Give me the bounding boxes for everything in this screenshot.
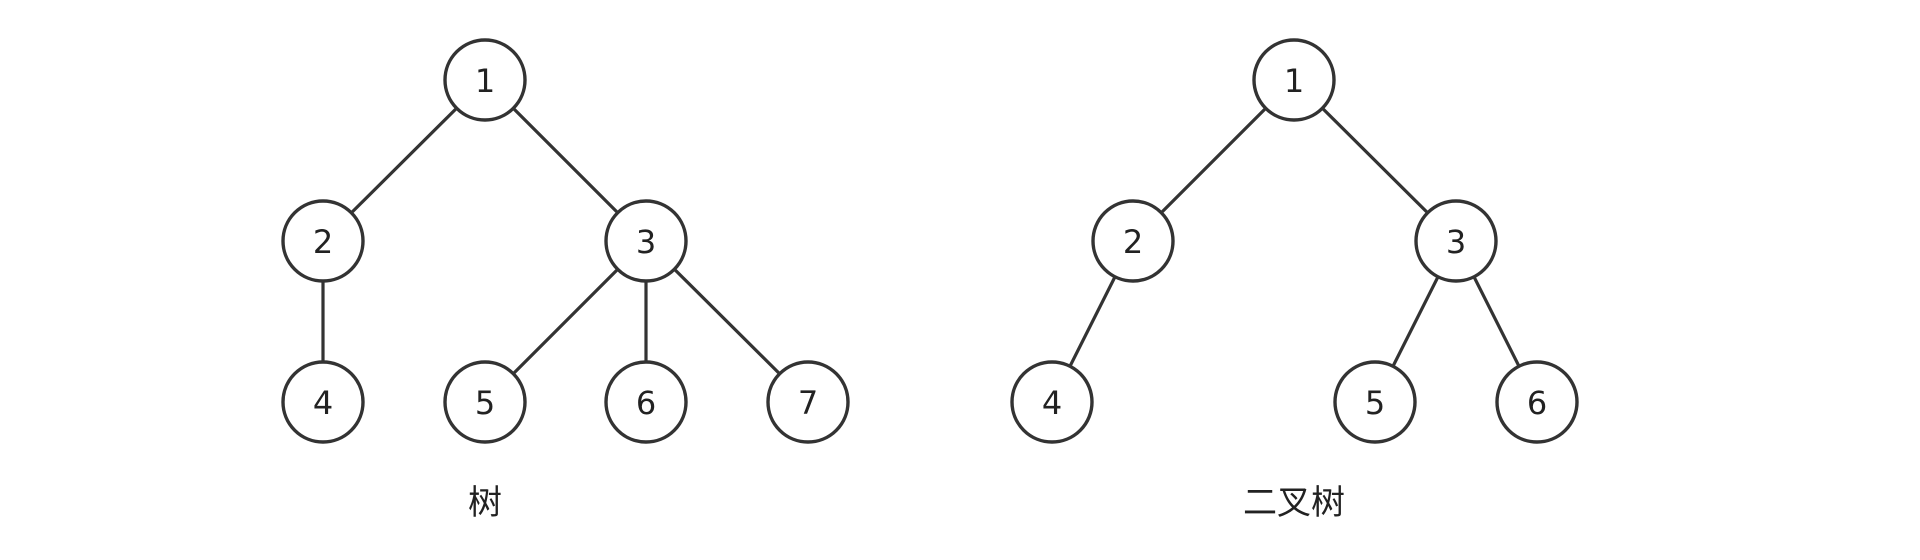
node-label: 6 xyxy=(636,384,656,422)
node-label: 5 xyxy=(1365,384,1385,422)
node-circle xyxy=(604,199,688,283)
tree-node: 4 xyxy=(281,360,365,444)
tree-node: 3 xyxy=(604,199,688,283)
node-circle xyxy=(1010,360,1094,444)
tree-node: 2 xyxy=(281,199,365,283)
node-circle xyxy=(1091,199,1175,283)
node-label: 7 xyxy=(798,384,818,422)
node-circle xyxy=(443,360,527,444)
node-circle xyxy=(766,360,850,444)
tree-node: 6 xyxy=(1495,360,1579,444)
node-circle xyxy=(1495,360,1579,444)
node-circle xyxy=(1414,199,1498,283)
tree-node: 1 xyxy=(1252,38,1336,122)
tree-node: 3 xyxy=(1414,199,1498,283)
general-tree-diagram: 1 2 3 4 5 6 7 树 xyxy=(281,38,850,523)
diagram-caption: 树 xyxy=(468,483,502,523)
tree-node: 2 xyxy=(1091,199,1175,283)
node-label: 3 xyxy=(1446,223,1466,261)
node-label: 3 xyxy=(636,223,656,261)
node-circle xyxy=(1333,360,1417,444)
node-label: 1 xyxy=(1284,62,1304,100)
node-circle xyxy=(281,360,365,444)
tree-node: 5 xyxy=(1333,360,1417,444)
tree-node: 4 xyxy=(1010,360,1094,444)
node-label: 4 xyxy=(313,384,333,422)
node-circle xyxy=(443,38,527,122)
node-label: 2 xyxy=(313,223,333,261)
tree-node: 1 xyxy=(443,38,527,122)
node-circle xyxy=(604,360,688,444)
node-circle xyxy=(1252,38,1336,122)
node-label: 4 xyxy=(1042,384,1062,422)
diagram-caption: 二叉树 xyxy=(1243,483,1345,523)
tree-node: 7 xyxy=(766,360,850,444)
node-label: 1 xyxy=(475,62,495,100)
binary-tree-diagram: 1 2 3 4 5 6 二叉树 xyxy=(1010,38,1579,523)
node-label: 5 xyxy=(475,384,495,422)
tree-node: 6 xyxy=(604,360,688,444)
node-label: 2 xyxy=(1123,223,1143,261)
tree-node: 5 xyxy=(443,360,527,444)
node-label: 6 xyxy=(1527,384,1547,422)
node-circle xyxy=(281,199,365,283)
